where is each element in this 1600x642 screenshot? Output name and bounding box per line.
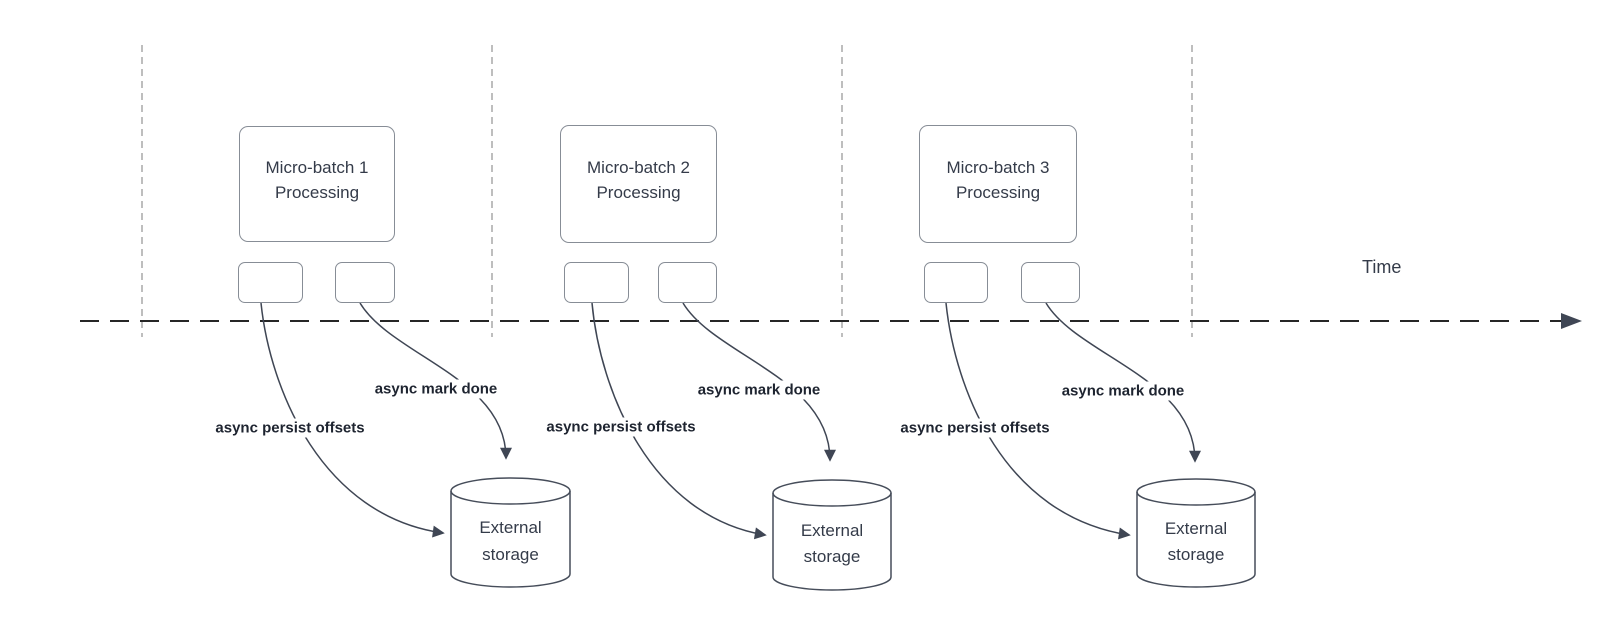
mark-done-arrow-1 <box>359 302 512 460</box>
storage-cylinder-2 <box>772 479 892 591</box>
persist-offsets-arrow-2 <box>591 302 767 540</box>
mark-done-arrow-label-1: async mark done <box>371 379 501 399</box>
persist-offsets-arrow-label-1: async persist offsets <box>212 418 368 438</box>
external-storage-label-1: External storage <box>479 518 542 564</box>
micro-batch-2-processing-box: Micro-batch 2 Processing <box>560 125 717 243</box>
micro-batch-2-processing-label: Micro-batch 2 Processing <box>587 158 690 202</box>
external-storage-label-3: External storage <box>1164 518 1228 564</box>
persist-offsets-arrow-3 <box>945 302 1131 540</box>
persist-offsets-arrow-label-2: async persist offsets <box>543 417 699 437</box>
persist-offsets-task-box-2 <box>564 262 629 303</box>
persist-offsets-arrow-1 <box>260 302 445 538</box>
mark-done-arrow-3 <box>1045 302 1201 463</box>
persist-offsets-task-box-1 <box>238 262 303 303</box>
micro-batch-1-processing-box: Micro-batch 1 Processing <box>239 126 395 242</box>
micro-batch-3-processing-box: Micro-batch 3 Processing <box>919 125 1077 243</box>
mark-done-arrow-label-3: async mark done <box>1058 381 1188 401</box>
storage-cylinder-1 <box>450 477 571 588</box>
mark-done-arrow-label-2: async mark done <box>694 380 824 400</box>
persist-offsets-task-box-3 <box>924 262 988 303</box>
storage-cylinder-3 <box>1136 478 1256 588</box>
mark-done-task-box-2 <box>658 262 717 303</box>
external-storage-label-2: External storage <box>800 520 864 566</box>
mark-done-task-box-1 <box>335 262 395 303</box>
persist-offsets-arrow-label-3: async persist offsets <box>897 418 1053 438</box>
time-axis-label: Time <box>1362 257 1402 277</box>
micro-batch-1-processing-label: Micro-batch 1 Processing <box>265 158 369 202</box>
mark-done-task-box-3 <box>1021 262 1080 303</box>
micro-batch-3-processing-label: Micro-batch 3 Processing <box>946 158 1050 202</box>
time-axis-arrowhead-icon <box>1561 313 1582 329</box>
mark-done-arrow-2 <box>682 302 836 462</box>
